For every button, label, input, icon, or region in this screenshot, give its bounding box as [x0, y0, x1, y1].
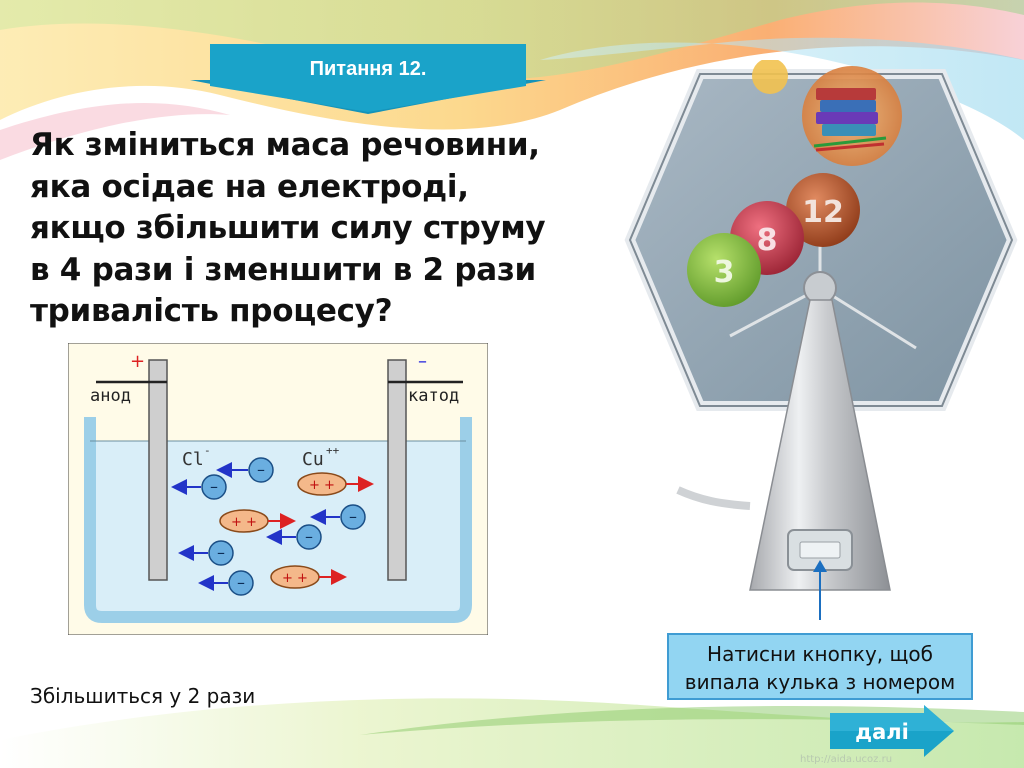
svg-text:–: – — [257, 460, 265, 479]
title-banner — [190, 44, 546, 114]
positive-ion: + + — [219, 509, 296, 533]
cathode-label: катод — [408, 386, 459, 406]
watermark: http://aida.ucoz.ru — [800, 754, 893, 765]
svg-text:–: – — [305, 527, 313, 546]
anode-sign: + — [130, 351, 145, 372]
negative-ion: – — [198, 570, 254, 596]
cation-charge: ++ — [326, 444, 340, 457]
svg-text:+ +: + + — [309, 478, 335, 493]
negative-ion: – — [178, 540, 234, 566]
cation-label: Cu — [302, 449, 324, 470]
lottery-ball: 12 — [786, 173, 860, 247]
svg-text:–: – — [237, 573, 245, 592]
svg-text:12: 12 — [802, 195, 844, 230]
svg-text:8: 8 — [757, 223, 778, 258]
svg-text:–: – — [217, 543, 225, 562]
svg-text:–: – — [349, 507, 357, 526]
negative-ion: – — [310, 504, 366, 530]
negative-ion: – — [266, 524, 322, 550]
hint-box: Натисни кнопку, щоб випала кулька з номе… — [667, 633, 973, 700]
lottery-machine: 12 8 3 — [624, 60, 1018, 620]
positive-ion: + + — [270, 565, 347, 589]
positive-ion: + + — [297, 472, 374, 496]
anion-charge: - — [204, 444, 211, 457]
anion-label: Cl — [182, 449, 204, 470]
cathode-sign: – — [418, 351, 427, 372]
svg-text:–: – — [210, 477, 218, 496]
negative-ion: – — [171, 474, 227, 500]
negative-ion: – — [216, 457, 274, 483]
answer-text: Збільшиться у 2 рази — [30, 684, 256, 708]
next-button[interactable] — [830, 705, 954, 757]
question-text: Як зміниться маса речовини, яка осідає н… — [30, 127, 546, 329]
electrolysis-diagram: + – анод катод Cl - Cu ++ – – – – – – — [68, 343, 488, 635]
question-number-title: Питання 12. — [309, 57, 427, 80]
svg-text:3: 3 — [714, 255, 735, 290]
svg-text:+ +: + + — [231, 515, 257, 530]
svg-text:+ +: + + — [282, 571, 308, 586]
anode-label: анод — [90, 386, 131, 406]
lottery-ball: 3 — [687, 233, 761, 307]
